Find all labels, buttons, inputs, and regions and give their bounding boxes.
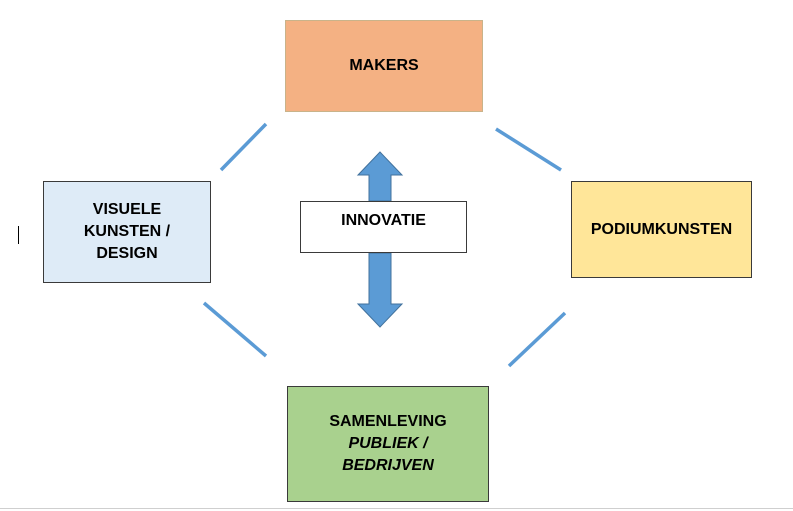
node-samenleving: SAMENLEVING PUBLIEK / BEDRIJVEN: [287, 386, 489, 502]
connector-makers-podium: [495, 127, 562, 172]
connector-podium-samenleving: [507, 311, 567, 368]
node-visuele-line-2: KUNSTEN /: [83, 223, 171, 240]
node-podium-label: PODIUMKUNSTEN: [590, 220, 733, 238]
node-visuele-line-1: VISUELE: [92, 201, 162, 218]
node-samenleving-title: SAMENLEVING: [329, 413, 447, 430]
node-innovatie: INNOVATIE: [300, 201, 467, 253]
node-podiumkunsten: PODIUMKUNSTEN: [571, 181, 752, 278]
arrow-down-icon: [356, 252, 404, 328]
node-visuele-kunsten-design: VISUELE KUNSTEN / DESIGN: [43, 181, 211, 283]
arrow-up-icon: [356, 151, 404, 202]
connector-makers-visuele: [219, 122, 268, 172]
node-makers: MAKERS: [285, 20, 483, 112]
text-cursor: [18, 226, 19, 244]
node-makers-label: MAKERS: [349, 57, 419, 74]
node-samenleving-subtitle-2: BEDRIJVEN: [342, 457, 434, 474]
connector-visuele-samenleving: [202, 301, 268, 358]
page-bottom-divider: [0, 508, 793, 509]
node-samenleving-subtitle-1: PUBLIEK /: [348, 435, 428, 452]
node-innovatie-label: INNOVATIE: [341, 212, 426, 229]
node-visuele-line-3: DESIGN: [96, 245, 158, 262]
